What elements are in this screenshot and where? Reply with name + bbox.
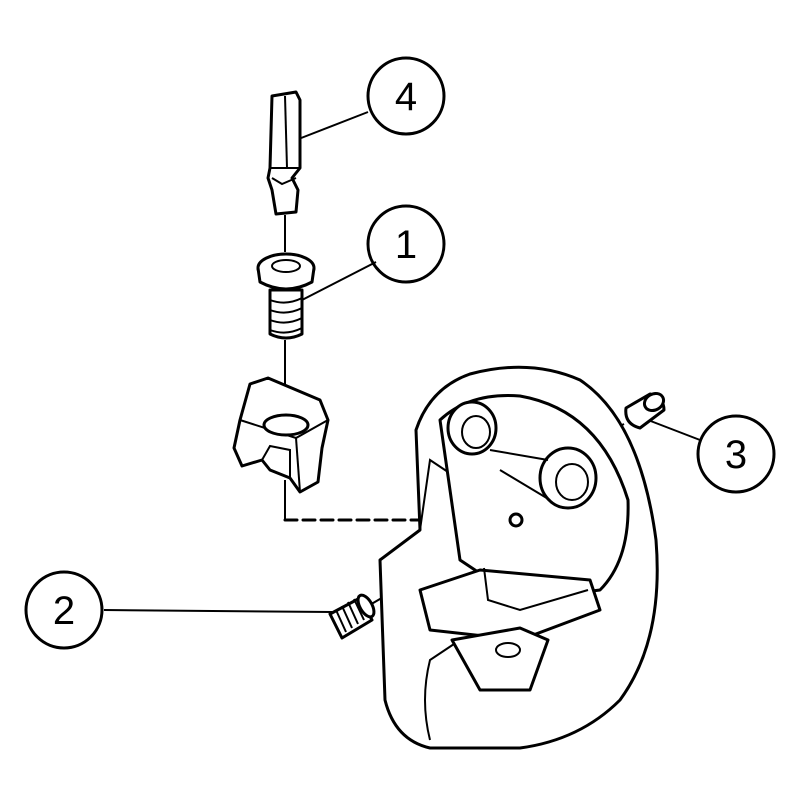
set-screw-part <box>328 593 376 640</box>
pin-part <box>624 391 666 430</box>
holder-body <box>378 365 659 750</box>
leader-lines <box>103 111 701 613</box>
callout-4: 4 <box>366 56 446 136</box>
callout-1: 1 <box>366 204 446 284</box>
callout-3-label: 3 <box>725 433 747 477</box>
callout-4-label: 4 <box>395 75 417 119</box>
clamp-screw-part <box>256 252 316 340</box>
callout-2: 2 <box>24 570 104 650</box>
callout-2-label: 2 <box>53 589 75 633</box>
callout-1-label: 1 <box>395 223 417 267</box>
callout-3: 3 <box>696 414 776 494</box>
key-part <box>266 90 302 216</box>
clamp-block <box>232 376 330 494</box>
